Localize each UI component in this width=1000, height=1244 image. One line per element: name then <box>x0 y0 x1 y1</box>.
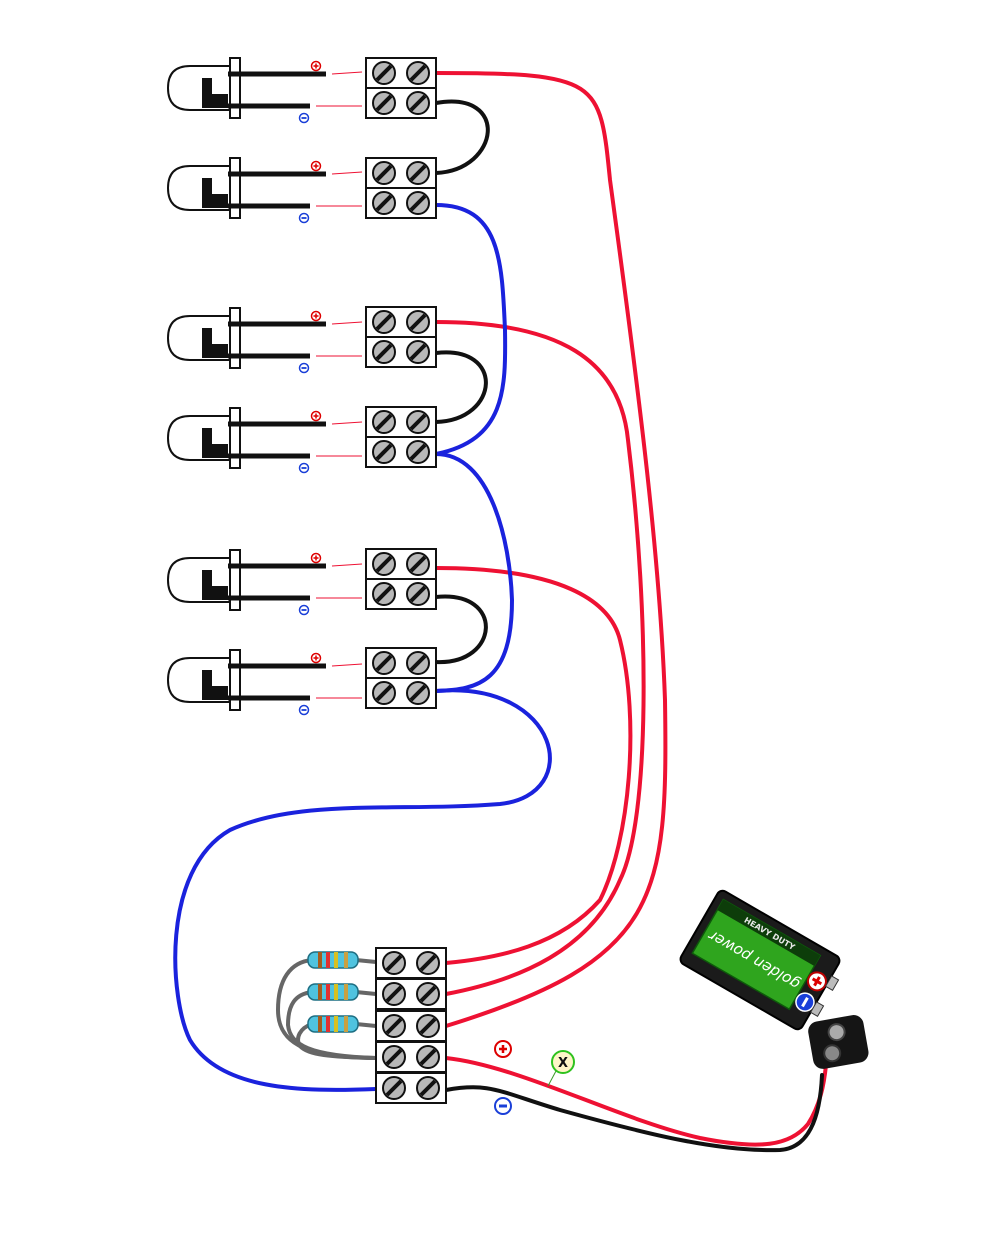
led-2 <box>168 158 326 218</box>
bus-terminal-2 <box>375 978 447 1010</box>
bus-terminal-3 <box>375 1010 447 1042</box>
battery-negative-lead <box>444 1073 824 1153</box>
terminal-block-led-1-negative <box>365 87 437 119</box>
led-5 <box>168 550 326 610</box>
terminal-block-led-6-negative <box>365 677 437 709</box>
positive-wire-1 <box>434 71 668 1028</box>
led-4-plus-icon <box>310 410 322 422</box>
resistor-2 <box>307 983 359 1001</box>
cut-point-x-marker: X <box>547 1050 575 1087</box>
link-wire-5-6 <box>434 594 488 665</box>
terminal-block-led-2-negative <box>365 187 437 219</box>
battery-minus-icon <box>795 992 815 1012</box>
terminal-block-led-6-positive <box>365 647 437 679</box>
led-4-positive-lead <box>331 421 363 425</box>
battery-plus-icon <box>806 971 827 992</box>
bus-terminal-1 <box>375 947 447 979</box>
resistor-layer <box>307 951 359 1033</box>
led-6-plus-icon <box>310 652 322 664</box>
polarity-markers <box>298 60 322 716</box>
led-3 <box>168 308 326 368</box>
bus-minus-marker <box>494 1097 512 1115</box>
negative-wire-6-to-bus <box>173 688 552 1092</box>
terminal-block-led-3-positive <box>365 306 437 338</box>
negative-wire-4-to-6 <box>434 452 514 693</box>
terminal-block-led-3-negative <box>365 336 437 368</box>
resistor-3 <box>307 1015 359 1033</box>
led-4-minus-icon <box>298 462 310 474</box>
led-1-minus-icon <box>298 112 310 124</box>
bus-plus-marker <box>494 1040 512 1058</box>
led-6-minus-icon <box>298 704 310 716</box>
resistor-leads <box>276 958 378 1060</box>
battery-label <box>691 898 822 1011</box>
led-2-positive-lead <box>331 171 363 175</box>
positive-wire-3 <box>434 320 646 996</box>
negative-wire-2-to-4 <box>434 203 508 456</box>
bus-terminal-5 <box>375 1072 447 1104</box>
link-wires <box>434 99 824 1153</box>
negative-wires <box>173 203 552 1092</box>
led-1-positive-lead <box>331 71 363 75</box>
terminal-layer <box>365 57 447 1104</box>
terminal-block-led-4-positive <box>365 406 437 438</box>
terminal-block-led-5-negative <box>365 578 437 610</box>
positive-wire-5 <box>434 566 633 965</box>
led-3-minus-icon <box>298 362 310 374</box>
link-wire-3-4 <box>434 350 488 424</box>
link-wire-1-2 <box>434 99 490 175</box>
led-2-plus-icon <box>310 160 322 172</box>
bus-terminal-4 <box>375 1041 447 1073</box>
led-3-positive-lead <box>331 321 363 325</box>
led-5-minus-icon <box>298 604 310 616</box>
led-5-positive-lead <box>331 563 363 567</box>
terminal-block-led-4-negative <box>365 436 437 468</box>
led-layer <box>168 58 363 710</box>
cut-point-x-label: X <box>558 1056 568 1071</box>
led-2-minus-icon <box>298 212 310 224</box>
terminal-block-led-5-positive <box>365 548 437 580</box>
led-1-plus-icon <box>310 60 322 72</box>
battery: HEAVY DUTY golden power <box>679 889 841 1031</box>
battery-snap-connector <box>808 1015 869 1069</box>
terminal-block-led-1-positive <box>365 57 437 89</box>
terminal-block-led-2-positive <box>365 157 437 189</box>
resistor-1 <box>307 951 359 969</box>
led-3-plus-icon <box>310 310 322 322</box>
led-6 <box>168 650 326 710</box>
led-1 <box>168 58 326 118</box>
led-4 <box>168 408 326 468</box>
led-6-positive-lead <box>331 663 363 667</box>
led-5-plus-icon <box>310 552 322 564</box>
